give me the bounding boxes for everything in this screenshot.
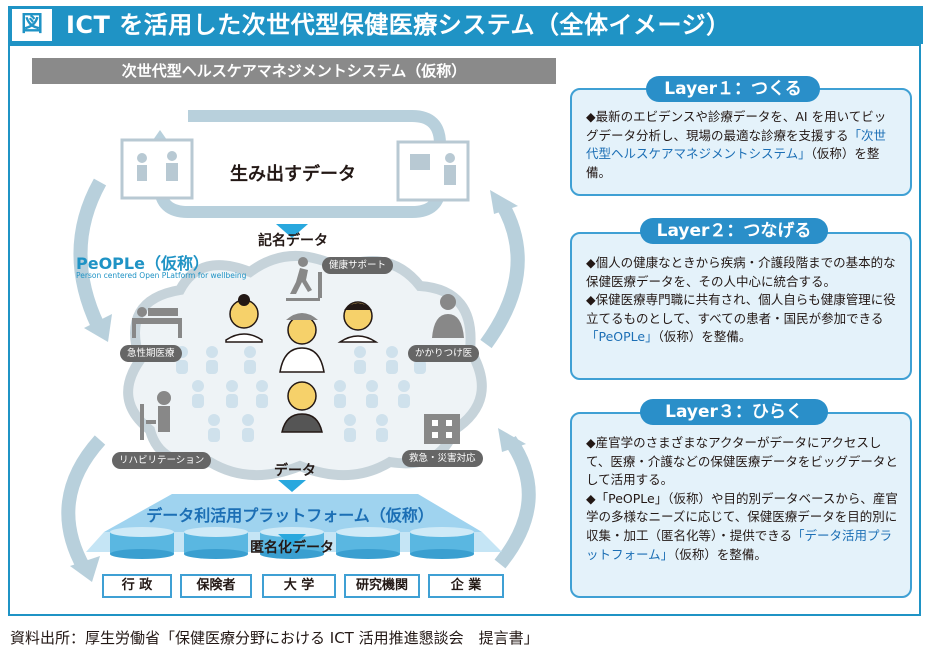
title-bar xyxy=(8,6,923,44)
right-flow-arrow xyxy=(480,200,525,349)
figure-label: 図 xyxy=(12,9,52,41)
layer3-highlight: 「データ活用プラットフォーム」 xyxy=(586,527,893,562)
stakeholder-insurer: 保険者 xyxy=(180,574,252,598)
layer1-panel: ◆最新のエビデンスや診療データを、AI を用いてビッグデータ分析し、現場の最適な… xyxy=(570,88,912,196)
doctor-computer-icon xyxy=(396,140,470,202)
stakeholder-university: 大 学 xyxy=(262,574,336,598)
layer3-para2-b: （仮称）を整備。 xyxy=(673,546,767,562)
layer2-panel: ◆個人の健康なときから疾病・介護段階までの基本的な保健医療データを、その人中心に… xyxy=(570,232,912,380)
layer3-panel: ◆産官学のさまざまなアクターがデータにアクセスして、医療・介護などの保健医療デー… xyxy=(570,412,912,598)
layer2-tab: Layer２：つなげる xyxy=(640,218,828,244)
platform-band xyxy=(104,494,482,532)
elderly-man-icon xyxy=(281,381,323,433)
database-cylinders xyxy=(110,527,474,559)
pill-family-doctor: かかりつけ医 xyxy=(408,345,480,362)
anonymized-data-label: 匿名化データ xyxy=(250,540,334,556)
layer2-para2-b: （仮称）を整備。 xyxy=(657,329,752,345)
data-label: データ xyxy=(274,463,316,479)
down-triangle-bottom xyxy=(278,534,306,546)
platform-label: データ利活用プラットフォーム（仮称） xyxy=(146,506,434,525)
rehabilitation-icon xyxy=(140,391,171,440)
emergency-building-icon xyxy=(424,414,460,444)
layer1-highlight: 「次世代型ヘルスケアマネジメントシステム」 xyxy=(586,127,887,162)
stakeholder-government: 行 政 xyxy=(102,574,172,598)
pill-rehabilitation: リハビリテーション xyxy=(112,452,212,469)
family-doctor-icon xyxy=(432,294,464,338)
figure-title: ICT を活用した次世代型保健医療システム（全体イメージ） xyxy=(66,11,731,39)
man-icon xyxy=(279,313,325,373)
layer2-highlight: 「PeOPLe」 xyxy=(586,329,658,345)
people-subtitle: Person centered Open PLatform for wellbe… xyxy=(76,271,247,280)
layer2-para1: ◆個人の健康なときから疾病・介護段階までの基本的な保健医療データを、その人中心に… xyxy=(586,255,896,289)
system-banner: 次世代型ヘルスケアマネジメントシステム（仮称） xyxy=(32,58,556,84)
left-flow-arrow xyxy=(73,178,107,329)
people-title: PeOPLe（仮称） xyxy=(76,254,209,273)
down-triangle-middle xyxy=(278,480,306,492)
stakeholder-research: 研究機関 xyxy=(344,574,420,598)
layer1-tab: Layer１：つくる xyxy=(646,76,820,102)
lower-right-arrow xyxy=(494,435,536,569)
woman-icon xyxy=(225,294,263,343)
layer3-para2-a: ◆「PeOPLe」（仮称）や目的別データベースから、産官学の多様なニーズに応じて… xyxy=(586,490,898,543)
source-note: 資料出所：厚生労働省「保健医療分野における ICT 活用推進懇談会 提言書」 xyxy=(10,629,539,647)
layer1-text-a: ◆最新のエビデンスや診療データを、AI を用いてビッグデータ分析し、現場の最適な… xyxy=(586,109,887,143)
treadmill-icon xyxy=(286,257,322,301)
lower-left-arrow xyxy=(61,435,106,572)
layer3-tab: Layer３：ひらく xyxy=(640,399,828,425)
down-triangle-top xyxy=(276,224,308,238)
generate-data-label: 生み出すデータ xyxy=(230,164,356,185)
girl-icon xyxy=(337,301,379,343)
hospital-bed-icon xyxy=(132,307,182,338)
doctor-patient-icon xyxy=(120,138,194,200)
layer3-para1: ◆産官学のさまざまなアクターがデータにアクセスして、医療・介護などの保健医療デー… xyxy=(586,435,898,488)
pill-health-support: 健康サポート xyxy=(322,257,394,274)
pill-emergency: 救急・災害対応 xyxy=(402,450,483,467)
layer2-para2-a: ◆保健医療専門職に共有され、個人自らも健康管理に役立てるものとして、すべての患者… xyxy=(586,292,896,326)
pill-acute-care: 急性期医療 xyxy=(120,345,182,362)
stakeholder-company: 企 業 xyxy=(428,574,504,598)
named-data-label: 記名データ xyxy=(258,233,328,249)
layer1-text-b: （仮称）を整備。 xyxy=(586,146,880,180)
